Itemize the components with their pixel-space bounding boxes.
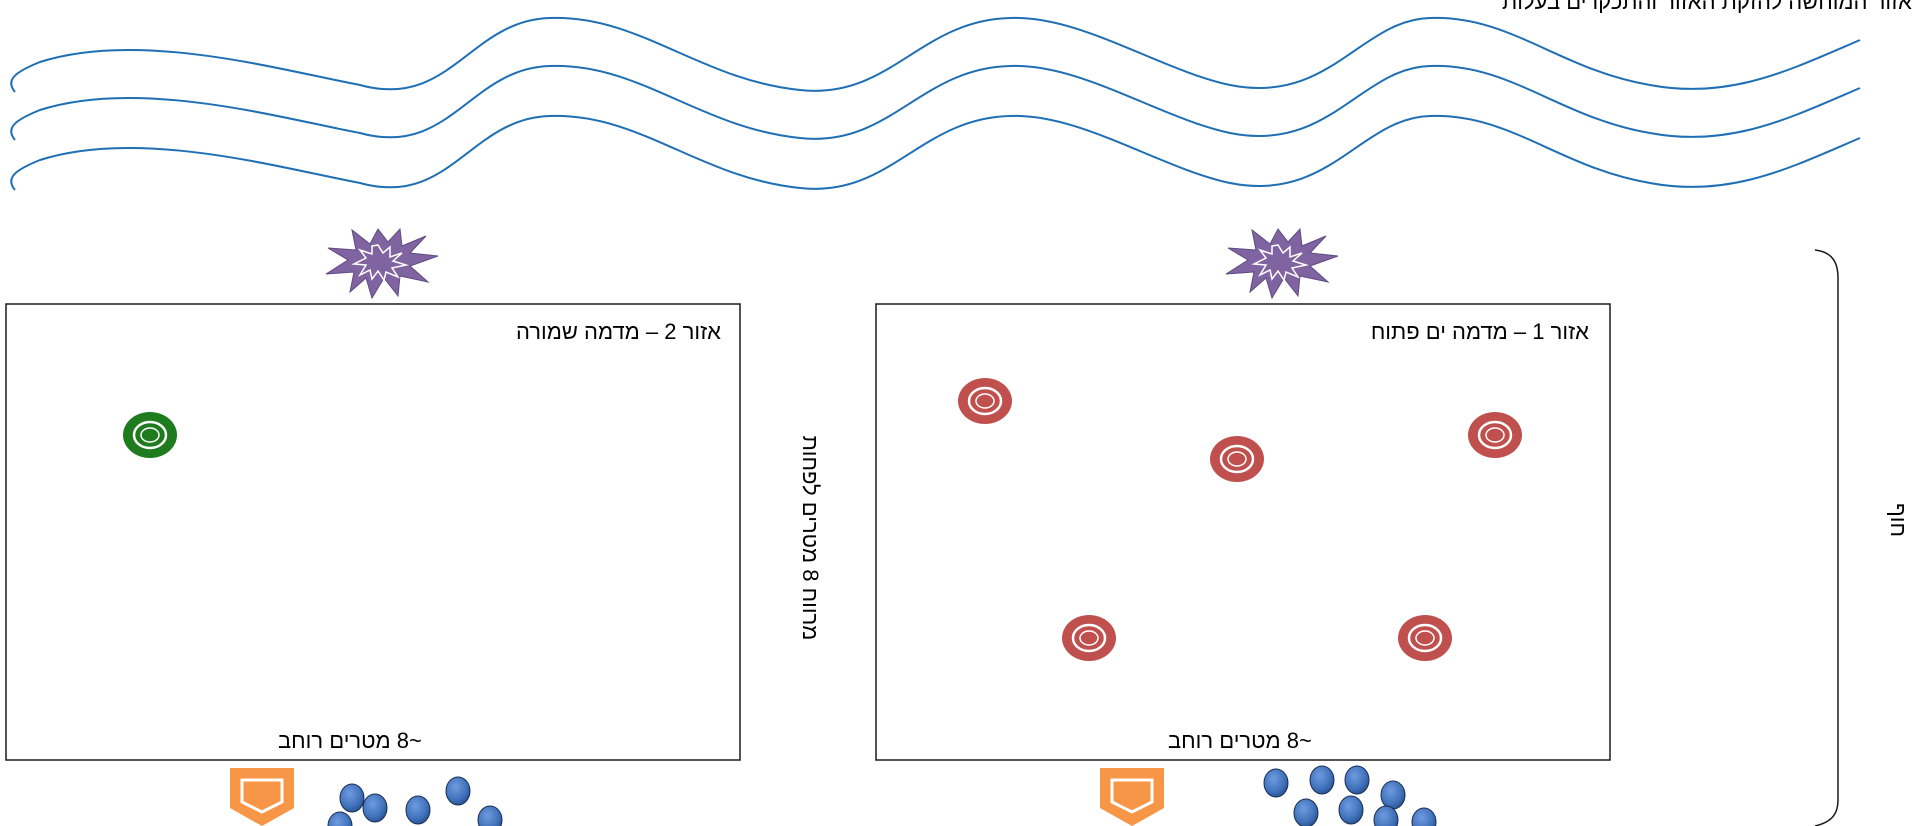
zone-1-box — [875, 303, 1611, 761]
ring-target-icon — [1468, 412, 1522, 458]
stone-icon — [477, 805, 503, 826]
stone-icon — [1411, 807, 1437, 826]
wave-line-top — [10, 16, 1861, 93]
ring-target-icon — [1062, 615, 1116, 661]
zone-2-title: אזור 2 – מדמה שמורה — [516, 319, 721, 344]
wave-line-bottom — [10, 114, 1861, 191]
stone-icon — [339, 783, 365, 813]
stone-icon — [1373, 805, 1399, 826]
side-bracket — [1814, 249, 1839, 826]
explosion-icon — [1225, 227, 1339, 300]
explosion-icon — [325, 227, 439, 300]
stone-icon — [445, 776, 471, 806]
stone-cluster-zone-2 — [327, 776, 503, 826]
pentagon-marker-icon — [230, 768, 294, 826]
zone-1-width-label: ~8 מטרים רוחב — [1168, 728, 1312, 753]
pentagon-marker-icon — [1100, 768, 1164, 826]
stone-icon — [1293, 798, 1319, 826]
stone-icon — [362, 793, 388, 823]
zone-2-box — [5, 303, 741, 761]
stone-icon — [1263, 768, 1289, 798]
ring-target-icon — [1210, 436, 1264, 482]
stone-icon — [1344, 765, 1370, 795]
stone-cluster-zone-1 — [1263, 765, 1437, 826]
stone-icon — [1380, 780, 1406, 810]
zone-2-width-label: ~8 מטרים רוחב — [278, 728, 422, 753]
sea-waves — [10, 16, 1861, 191]
ring-target-icon — [958, 378, 1012, 424]
top-caption: אזור המוחשה להזקת האזור והתכקרים בעלות — [1502, 0, 1912, 14]
between-zones-label: מרווח 8 מטרים לפחות — [798, 435, 823, 641]
wave-line-middle — [10, 64, 1861, 141]
ring-target-icon — [123, 412, 177, 458]
stone-icon — [405, 795, 431, 825]
stone-icon — [1338, 795, 1364, 825]
zone-1-title: אזור 1 – מדמה ים פתוח — [1370, 319, 1589, 344]
stone-icon — [327, 811, 353, 826]
stone-icon — [1309, 765, 1335, 795]
side-bracket-label: חוף — [1886, 503, 1911, 537]
ring-target-icon — [1398, 615, 1452, 661]
